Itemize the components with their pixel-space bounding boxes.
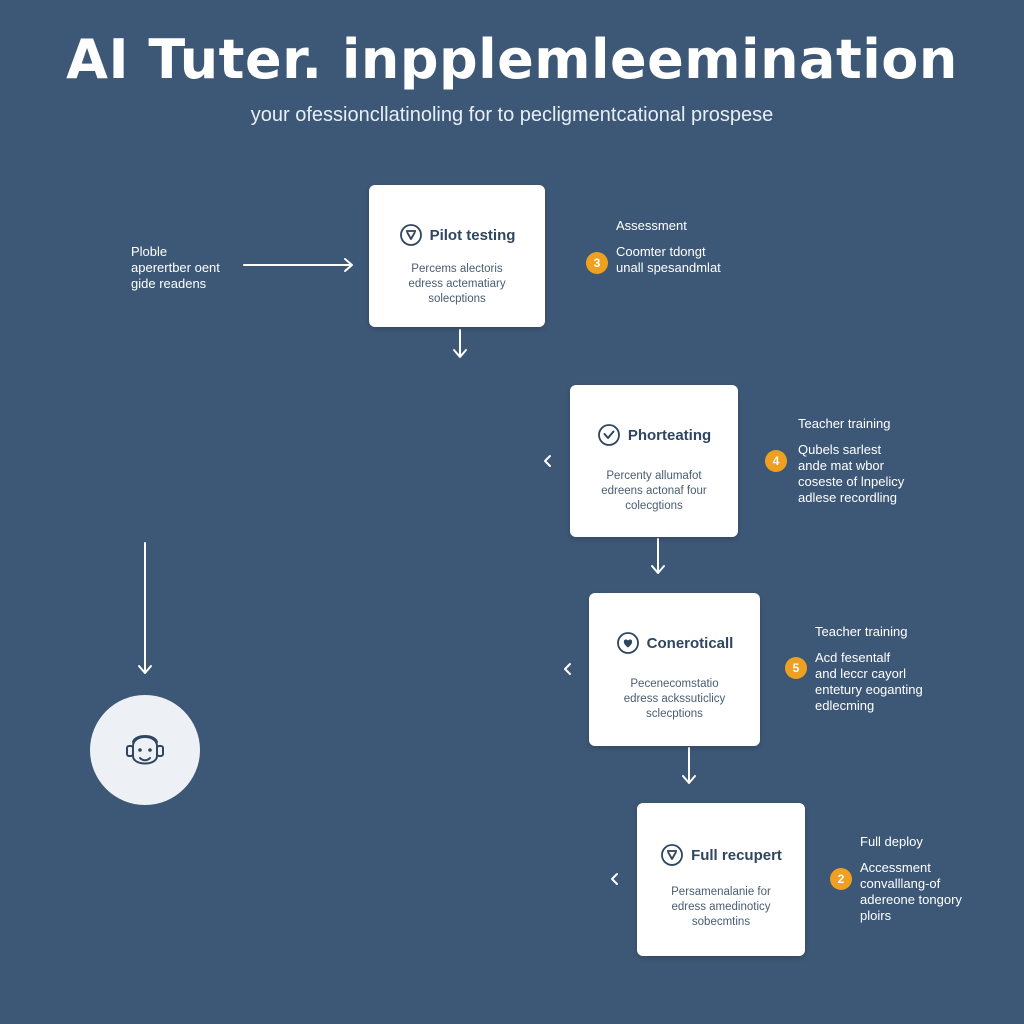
side-note-3: Teacher training Acd fesentalf and leccr… <box>815 624 923 714</box>
desc-line: edreens actonaf four <box>601 485 707 497</box>
card-title: Phorteating <box>627 426 712 444</box>
desc-line: Percems alectoris <box>411 263 503 275</box>
side-line: Qubels sarlest <box>798 442 882 457</box>
card-title: Pilot testing <box>429 226 516 244</box>
side-label: Teacher training <box>815 624 908 639</box>
side-line: ande mat wbor <box>798 458 884 473</box>
robot-head-icon <box>661 844 683 866</box>
card-title: Full recupert <box>691 846 782 864</box>
side-line: entetury eoganting <box>815 682 923 697</box>
card-description: Pecenecomstatio edress ackssuticlicy scl… <box>589 677 760 722</box>
step-number-badge: 4 <box>765 450 787 472</box>
desc-line: Persamenalanie for <box>671 886 771 898</box>
side-line: adereone tongory <box>860 892 962 907</box>
chevron-left-icon <box>611 873 618 885</box>
left-note-line: Ploble <box>131 244 168 259</box>
left-note: Ploble aperertber oent gide readens <box>131 244 220 292</box>
card-description: Percenty allumafot edreens actonaf four … <box>570 469 738 514</box>
desc-line: edress amedinoticy <box>671 901 771 913</box>
side-line: ploirs <box>860 908 892 923</box>
arrow-head <box>453 349 467 358</box>
step-number-badge: 5 <box>785 657 807 679</box>
student-avatar[interactable] <box>90 695 200 805</box>
left-note-line: aperertber oent <box>131 260 220 275</box>
desc-line: solecptions <box>428 293 486 305</box>
side-note-1: Assessment Coomter tdongt unall spesandm… <box>616 218 721 276</box>
page-title: AI Tuter. inpplemleemination <box>66 28 958 91</box>
arrow-head <box>138 665 152 674</box>
arrow-head <box>344 258 353 272</box>
side-line: convalllang-of <box>860 876 941 891</box>
card-title: Coneroticall <box>646 634 734 652</box>
step-number-badge: 2 <box>830 868 852 890</box>
side-line: unall spesandmlat <box>616 260 721 275</box>
arrow-head <box>682 775 696 784</box>
card-description: Percems alectoris edress actematiary sol… <box>369 262 545 307</box>
side-line: and leccr cayorl <box>815 666 907 681</box>
card-header: Full recupert <box>637 843 805 867</box>
step-card-pilot-testing[interactable]: Pilot testing Percems alectoris edress a… <box>369 185 545 327</box>
desc-line: Percenty allumafot <box>606 470 702 482</box>
step-card-phorteating[interactable]: Phorteating Percenty allumafot edreens a… <box>570 385 738 537</box>
side-line: Acd fesentalf <box>815 650 891 665</box>
side-line: Coomter tdongt <box>616 244 706 259</box>
page-subtitle: your ofessioncllatinoling for to pecligm… <box>250 104 774 126</box>
desc-line: sobecmtins <box>691 916 751 928</box>
chevron-left-icon <box>564 663 571 675</box>
desc-line: colecgtions <box>625 500 683 512</box>
card-header: Pilot testing <box>369 223 545 247</box>
side-line: edlecming <box>815 698 875 713</box>
card-header: Phorteating <box>570 423 738 447</box>
desc-line: sclecptions <box>646 708 703 720</box>
step-number-badge: 3 <box>586 252 608 274</box>
side-label: Assessment <box>616 218 687 233</box>
check-circle-icon <box>597 424 620 446</box>
step-card-full-recupert[interactable]: Full recupert Persamenalanie for edress … <box>637 803 805 956</box>
side-note-4: Full deploy Accessment convalllang-of ad… <box>860 834 962 924</box>
heart-check-icon <box>616 632 639 654</box>
card-description: Persamenalanie for edress amedinoticy so… <box>637 885 805 930</box>
desc-line: edress actematiary <box>408 278 506 290</box>
side-line: Accessment <box>860 860 931 875</box>
side-label: Full deploy <box>860 834 923 849</box>
robot-head-icon <box>399 224 422 246</box>
side-line: coseste of lnpelicy <box>798 474 905 489</box>
left-note-line: gide readens <box>131 276 207 291</box>
desc-line: Pecenecomstatio <box>630 678 719 690</box>
card-header: Coneroticall <box>589 631 760 655</box>
side-line: adlese recordling <box>798 490 898 505</box>
desc-line: edress ackssuticlicy <box>623 693 726 705</box>
side-label: Teacher training <box>798 416 891 431</box>
step-card-coneroticall[interactable]: Coneroticall Pecenecomstatio edress acks… <box>589 593 760 746</box>
arrow-head <box>651 565 665 574</box>
chevron-left-icon <box>544 455 551 467</box>
side-note-2: Teacher training Qubels sarlest ande mat… <box>798 416 904 506</box>
student-avatar-icon <box>126 735 164 765</box>
